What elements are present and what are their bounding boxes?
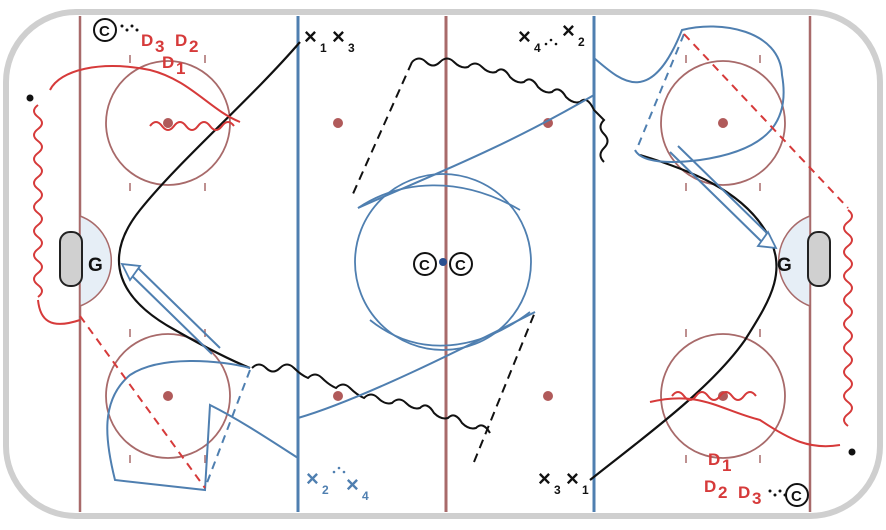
blue-dashed-top-right bbox=[637, 33, 685, 147]
blue-double-arrow-right bbox=[669, 145, 778, 250]
coach-marker-center-left: C bbox=[413, 252, 437, 276]
forward-group-bottom-left: × 2 × 4 bbox=[306, 466, 369, 503]
d3-label: D bbox=[141, 31, 153, 50]
forward-x4-blue: × bbox=[346, 472, 359, 497]
faceoff-circle-bottom-left bbox=[105, 329, 231, 463]
blue-double-arrow-left bbox=[120, 262, 221, 355]
coach-icon: C bbox=[419, 257, 430, 274]
crease-left bbox=[79, 214, 112, 308]
forward-x2-blue: × bbox=[306, 466, 319, 491]
neutral-dot-top-left bbox=[333, 118, 343, 128]
forward-group-top-right: × 4 × 2 bbox=[518, 18, 585, 55]
forward-x2-blue-sub: 2 bbox=[322, 483, 329, 497]
forward-x2: × bbox=[562, 18, 575, 43]
forward-group-top-left: × 1 × 3 bbox=[304, 24, 355, 55]
black-path-left-wavy bbox=[251, 363, 491, 434]
forward-x3-sub: 3 bbox=[348, 41, 355, 55]
coach-icon: C bbox=[791, 488, 802, 505]
d1-label: D bbox=[162, 53, 174, 72]
forward-x4-blue-sub: 4 bbox=[362, 489, 369, 503]
d1-sub: 1 bbox=[722, 456, 731, 475]
center-circle bbox=[354, 173, 532, 351]
neutral-dot-top-right bbox=[543, 118, 553, 128]
red-dashed-right bbox=[683, 33, 849, 209]
red-path-left-low bbox=[37, 299, 81, 325]
d2-sub: 2 bbox=[718, 483, 727, 502]
puck-icon bbox=[26, 94, 34, 102]
red-dashed-left bbox=[79, 315, 206, 489]
defense-group-bottom-right: D 1 D 2 D 3 bbox=[704, 450, 761, 508]
forward-x4-sub: 4 bbox=[534, 41, 541, 55]
blue-arc-center bbox=[357, 184, 521, 211]
d3-sub: 3 bbox=[752, 489, 761, 508]
coach-marker-bottom-right: C bbox=[785, 483, 809, 507]
blue-pass-line-left bbox=[357, 94, 595, 209]
blue-path-bottom-left bbox=[106, 360, 299, 492]
net-icon bbox=[59, 231, 83, 287]
d3-sub: 3 bbox=[155, 37, 164, 56]
goalie-right-label: G bbox=[777, 255, 792, 276]
coach-dots-top-left bbox=[120, 24, 139, 32]
coach-dots-bottom-right bbox=[768, 489, 787, 497]
neutral-dot-bottom-right bbox=[543, 391, 553, 401]
defense-group-top-left: D 3 D 2 D 1 bbox=[141, 31, 198, 78]
d1-label: D bbox=[708, 450, 720, 469]
coach-icon: C bbox=[99, 23, 110, 40]
blue-pass-line-right bbox=[297, 311, 536, 419]
blue-arc-center-bottom bbox=[369, 311, 531, 347]
forward-x3-b-sub: 3 bbox=[554, 483, 561, 497]
forward-x4: × bbox=[518, 24, 531, 49]
forward-x3-b: × bbox=[538, 466, 551, 491]
blue-path-top-right bbox=[593, 25, 785, 163]
net-icon bbox=[807, 231, 831, 287]
forward-x1-sub: 1 bbox=[320, 41, 327, 55]
black-dashed-right bbox=[351, 61, 413, 197]
forward-x1-b-sub: 1 bbox=[582, 483, 589, 497]
d3-label: D bbox=[738, 483, 750, 502]
faceoff-circle-top-right bbox=[660, 55, 786, 191]
forward-x1: × bbox=[304, 24, 317, 49]
center-dot bbox=[439, 258, 447, 266]
red-wavy-right-board bbox=[843, 209, 853, 427]
faceoff-circle-bottom-right bbox=[660, 329, 786, 463]
d2-sub: 2 bbox=[189, 37, 198, 56]
goalie-left-label: G bbox=[88, 255, 103, 276]
d2-label: D bbox=[704, 477, 716, 496]
red-path-top-left bbox=[49, 65, 241, 123]
black-path-right-curve bbox=[589, 153, 778, 481]
d1-sub: 1 bbox=[176, 59, 185, 78]
forward-x2-sub: 2 bbox=[578, 35, 585, 49]
coach-marker-center-right: C bbox=[449, 252, 473, 276]
coach-marker-top-left: C bbox=[93, 18, 117, 42]
blue-dashed-bottom-left bbox=[204, 369, 251, 489]
red-wavy-left-board bbox=[33, 104, 43, 298]
black-dashed-left bbox=[473, 311, 536, 463]
coach-icon: C bbox=[455, 257, 466, 274]
black-path-right-wavy bbox=[411, 57, 609, 163]
red-wavy-bottom-right bbox=[671, 391, 757, 401]
forward-x3: × bbox=[332, 24, 345, 49]
forward-x1-b: × bbox=[566, 466, 579, 491]
puck-icon bbox=[848, 448, 856, 456]
crease-right bbox=[778, 214, 811, 308]
red-wavy-top-left bbox=[149, 121, 235, 131]
forward-group-bottom-right: × 3 × 1 bbox=[538, 466, 589, 497]
d2-label: D bbox=[175, 31, 187, 50]
neutral-dot-bottom-left bbox=[333, 391, 343, 401]
